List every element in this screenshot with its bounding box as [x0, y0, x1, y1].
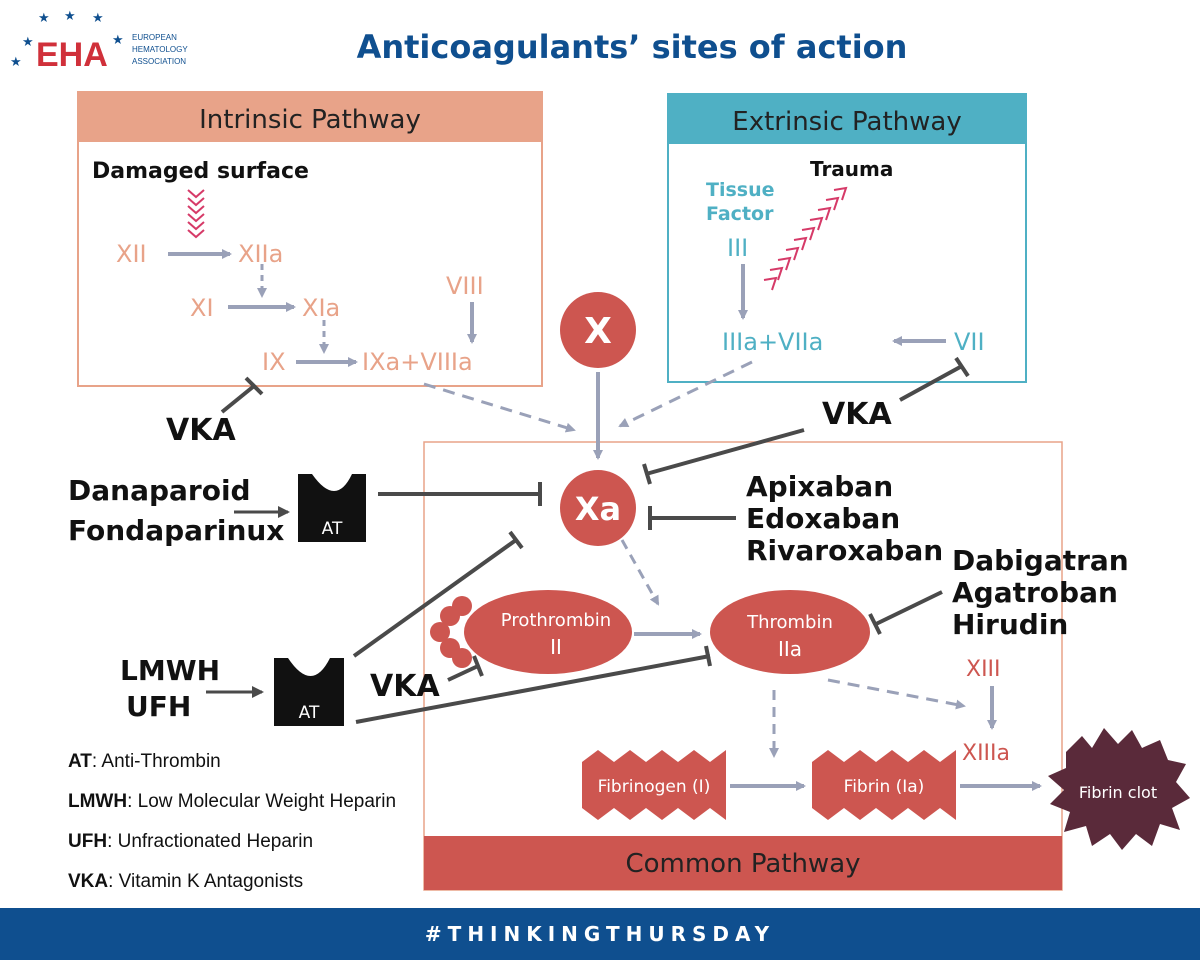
factor-label: Factor [706, 203, 774, 225]
star-icon: ★ ★ ★ ★ ★ ★ [10, 9, 124, 70]
extrinsic-pathway-panel: Extrinsic Pathway Trauma Tissue Factor I… [667, 93, 1027, 383]
factor-iii: III [727, 234, 748, 262]
prothrombin-label: Prothrombin [501, 610, 611, 631]
common-header: Common Pathway [625, 849, 860, 879]
factor-x-node [560, 292, 636, 368]
prothrombin-number: II [550, 635, 562, 659]
thrombin-label: Thrombin [746, 612, 833, 633]
logo-line1: EUROPEAN [132, 33, 177, 42]
extrinsic-header: Extrinsic Pathway [732, 107, 961, 137]
fibrinogen-label: Fibrinogen (I) [598, 777, 711, 797]
intrinsic-header: Intrinsic Pathway [199, 105, 421, 135]
edoxaban-label: Edoxaban [746, 502, 900, 535]
factor-ixa-viiia: IXa+VIIIa [362, 348, 473, 376]
svg-text:★: ★ [22, 35, 34, 50]
dabigatran-label: Dabigatran [952, 544, 1129, 577]
fibrin-node: Fibrin (Ia) [812, 750, 956, 820]
factor-xiii: XIII [966, 657, 1001, 682]
legend-item: VKA: Vitamin K Antagonists [68, 871, 304, 892]
factor-ix: IX [262, 348, 286, 376]
svg-text:★: ★ [112, 33, 124, 48]
svg-text:★: ★ [10, 55, 22, 70]
eha-logo: ★ ★ ★ ★ ★ ★ EHA EUROPEAN HEMATOLOGY ASSO… [10, 9, 188, 74]
fibrin-label: Fibrin (Ia) [844, 777, 925, 797]
svg-text:★: ★ [92, 11, 104, 26]
trigger-chevrons-icon [187, 189, 205, 239]
fibrinogen-node: Fibrinogen (I) [582, 750, 726, 820]
legend-item: LMWH: Low Molecular Weight Heparin [68, 791, 397, 812]
hashtag-label: #THINKINGTHURSDAY [424, 922, 776, 946]
vka-label-center: VKA [370, 669, 440, 704]
at-label-bottom: AT [299, 703, 320, 723]
factor-xa-label: Xa [575, 490, 621, 528]
logo-line2: HEMATOLOGY [132, 45, 188, 54]
vka-label-left: VKA [166, 413, 236, 448]
fibrin-clot-label: Fibrin clot [1079, 783, 1157, 802]
ufh-label: UFH [126, 690, 191, 723]
factor-viii: VIII [446, 272, 484, 300]
factor-xa-node [560, 470, 636, 546]
page-title: Anticoagulants’ sites of action [357, 28, 908, 66]
factor-xiia: XIIa [238, 240, 283, 268]
logo-abbr: EHA [36, 36, 108, 74]
agatroban-label: Agatroban [952, 576, 1118, 609]
hirudin-label: Hirudin [952, 608, 1068, 641]
legend-item: UFH: Unfractionated Heparin [68, 831, 314, 852]
factor-xia: XIa [302, 294, 340, 322]
factor-xiiia: XIIIa [962, 741, 1010, 766]
fibrin-clot-node: Fibrin clot [1048, 728, 1190, 850]
footer-banner: #THINKINGTHURSDAY [0, 908, 1200, 960]
lmwh-label: LMWH [120, 654, 220, 687]
intrinsic-pathway-panel: Intrinsic Pathway Damaged surface XII XI… [77, 91, 543, 387]
svg-text:★: ★ [38, 11, 50, 26]
logo-line3: ASSOCIATION [132, 57, 186, 66]
damaged-surface-label: Damaged surface [92, 159, 309, 184]
at-label-top: AT [322, 519, 343, 539]
svg-text:★: ★ [64, 9, 76, 24]
fondaparinux-label: Fondaparinux [68, 514, 284, 547]
rivaroxaban-label: Rivaroxaban [746, 534, 943, 567]
thrombin-number: IIa [778, 637, 802, 661]
prothrombin-node: Prothrombin II [430, 590, 632, 674]
thrombin-node [710, 590, 870, 674]
factor-iiia-viia: IIIa+VIIa [722, 328, 823, 356]
abbreviation-legend: AT: Anti-Thrombin LMWH: Low Molecular We… [68, 748, 396, 908]
antithrombin-icon-top: AT [298, 474, 366, 542]
apixaban-label: Apixaban [746, 470, 893, 503]
trauma-chevrons-icon [763, 186, 848, 291]
trauma-label: Trauma [810, 157, 893, 181]
factor-vii: VII [954, 328, 985, 356]
tissue-label: Tissue [706, 179, 775, 201]
factor-xi: XI [190, 294, 214, 322]
vka-label-right: VKA [822, 397, 892, 432]
legend-item: AT: Anti-Thrombin [68, 751, 221, 772]
antithrombin-icon-bottom: AT [274, 658, 344, 726]
factor-x-label: X [584, 311, 612, 352]
danaparoid-label: Danaparoid [68, 474, 251, 507]
factor-xii: XII [116, 240, 147, 268]
